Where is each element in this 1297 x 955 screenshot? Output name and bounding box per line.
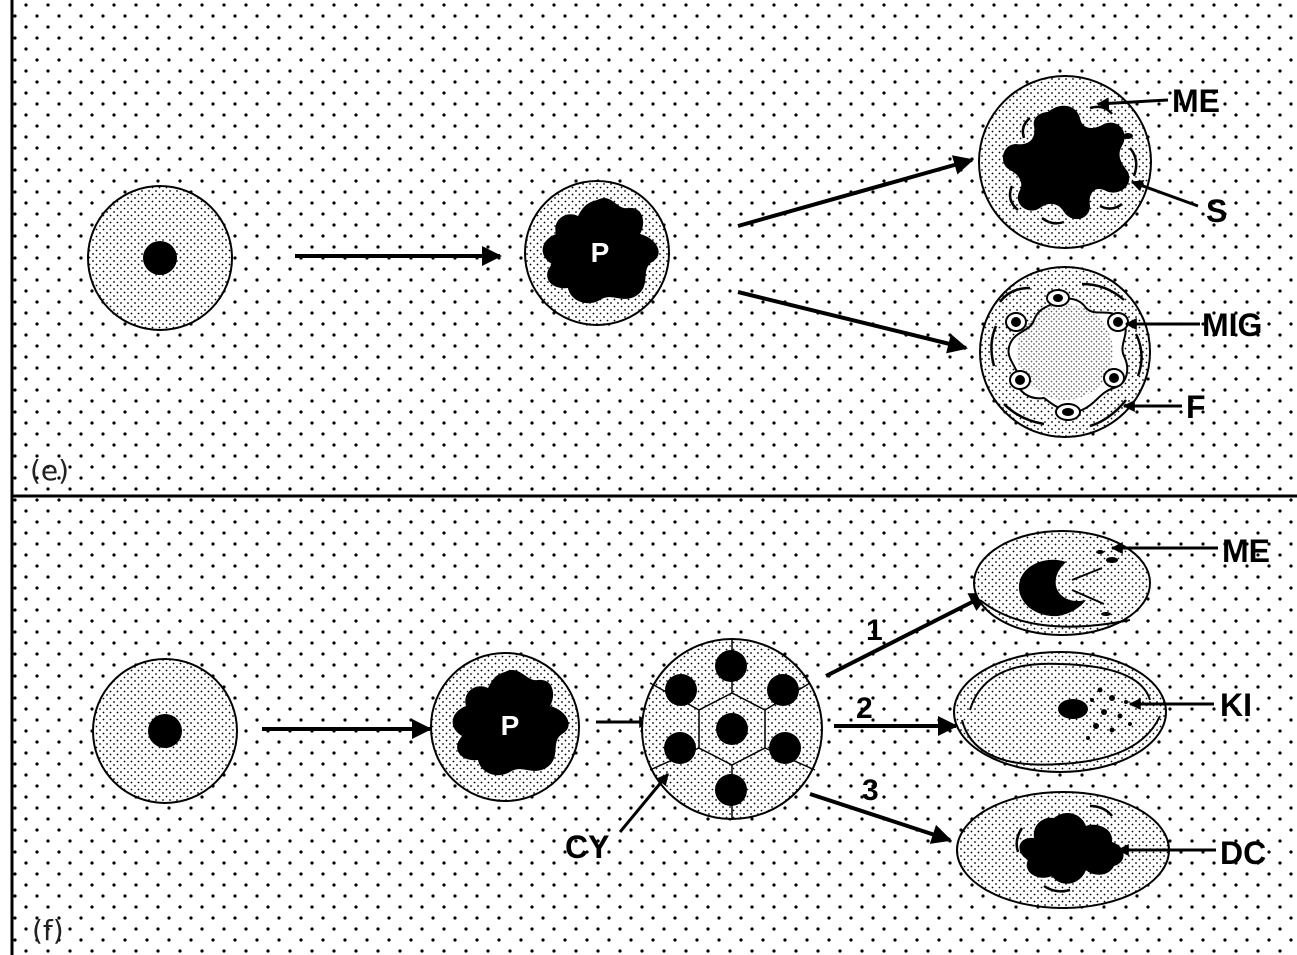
p-label-f: P <box>501 710 520 741</box>
arrow-path-1 <box>825 592 990 678</box>
me-s-cell-e <box>978 75 1152 249</box>
panel-e: P ME S <box>30 75 1262 487</box>
p-nucleus-e <box>542 197 659 304</box>
cyst-cell <box>641 638 823 820</box>
f-label-e: F <box>1186 389 1206 425</box>
p-cell-e: P <box>524 180 670 326</box>
small-cell-f <box>92 658 238 804</box>
path-number-1: 1 <box>866 614 883 647</box>
p-nucleus-f <box>452 669 569 776</box>
arrow-e-3 <box>737 290 968 354</box>
dc-label-f: DC <box>1220 835 1266 871</box>
p-label-e: P <box>591 237 610 268</box>
cross-nucleus <box>1002 105 1130 220</box>
mig-label-e: MIG <box>1202 307 1262 343</box>
p-cell-f: P <box>430 652 580 802</box>
me-pointer-e <box>1096 97 1169 110</box>
ki-label-f: KI <box>1220 687 1252 723</box>
path-number-3: 3 <box>862 774 879 807</box>
panel-label-e: (e) <box>30 454 69 487</box>
dc-cell-f <box>956 791 1170 909</box>
crescent-nucleus <box>1018 559 1086 617</box>
ki-cell-f <box>953 651 1167 773</box>
cy-label: CY <box>565 829 609 865</box>
arrow-e-2 <box>737 155 974 228</box>
s-pointer-e <box>1130 180 1199 208</box>
s-label-e: S <box>1206 193 1227 229</box>
small-cell-e <box>87 185 233 331</box>
me-cell-f <box>973 530 1151 636</box>
mig-f-cell-e <box>979 266 1151 438</box>
cy-pointer <box>618 773 670 833</box>
arrow-path-3 <box>809 792 952 844</box>
panel-label-f: (f) <box>32 914 64 947</box>
me-label-f: ME <box>1222 533 1270 569</box>
panel-f: P CY 1 2 3 <box>32 530 1270 947</box>
path-number-2: 2 <box>856 692 873 725</box>
dc-nucleus <box>1019 812 1124 884</box>
me-label-e: ME <box>1172 83 1220 119</box>
